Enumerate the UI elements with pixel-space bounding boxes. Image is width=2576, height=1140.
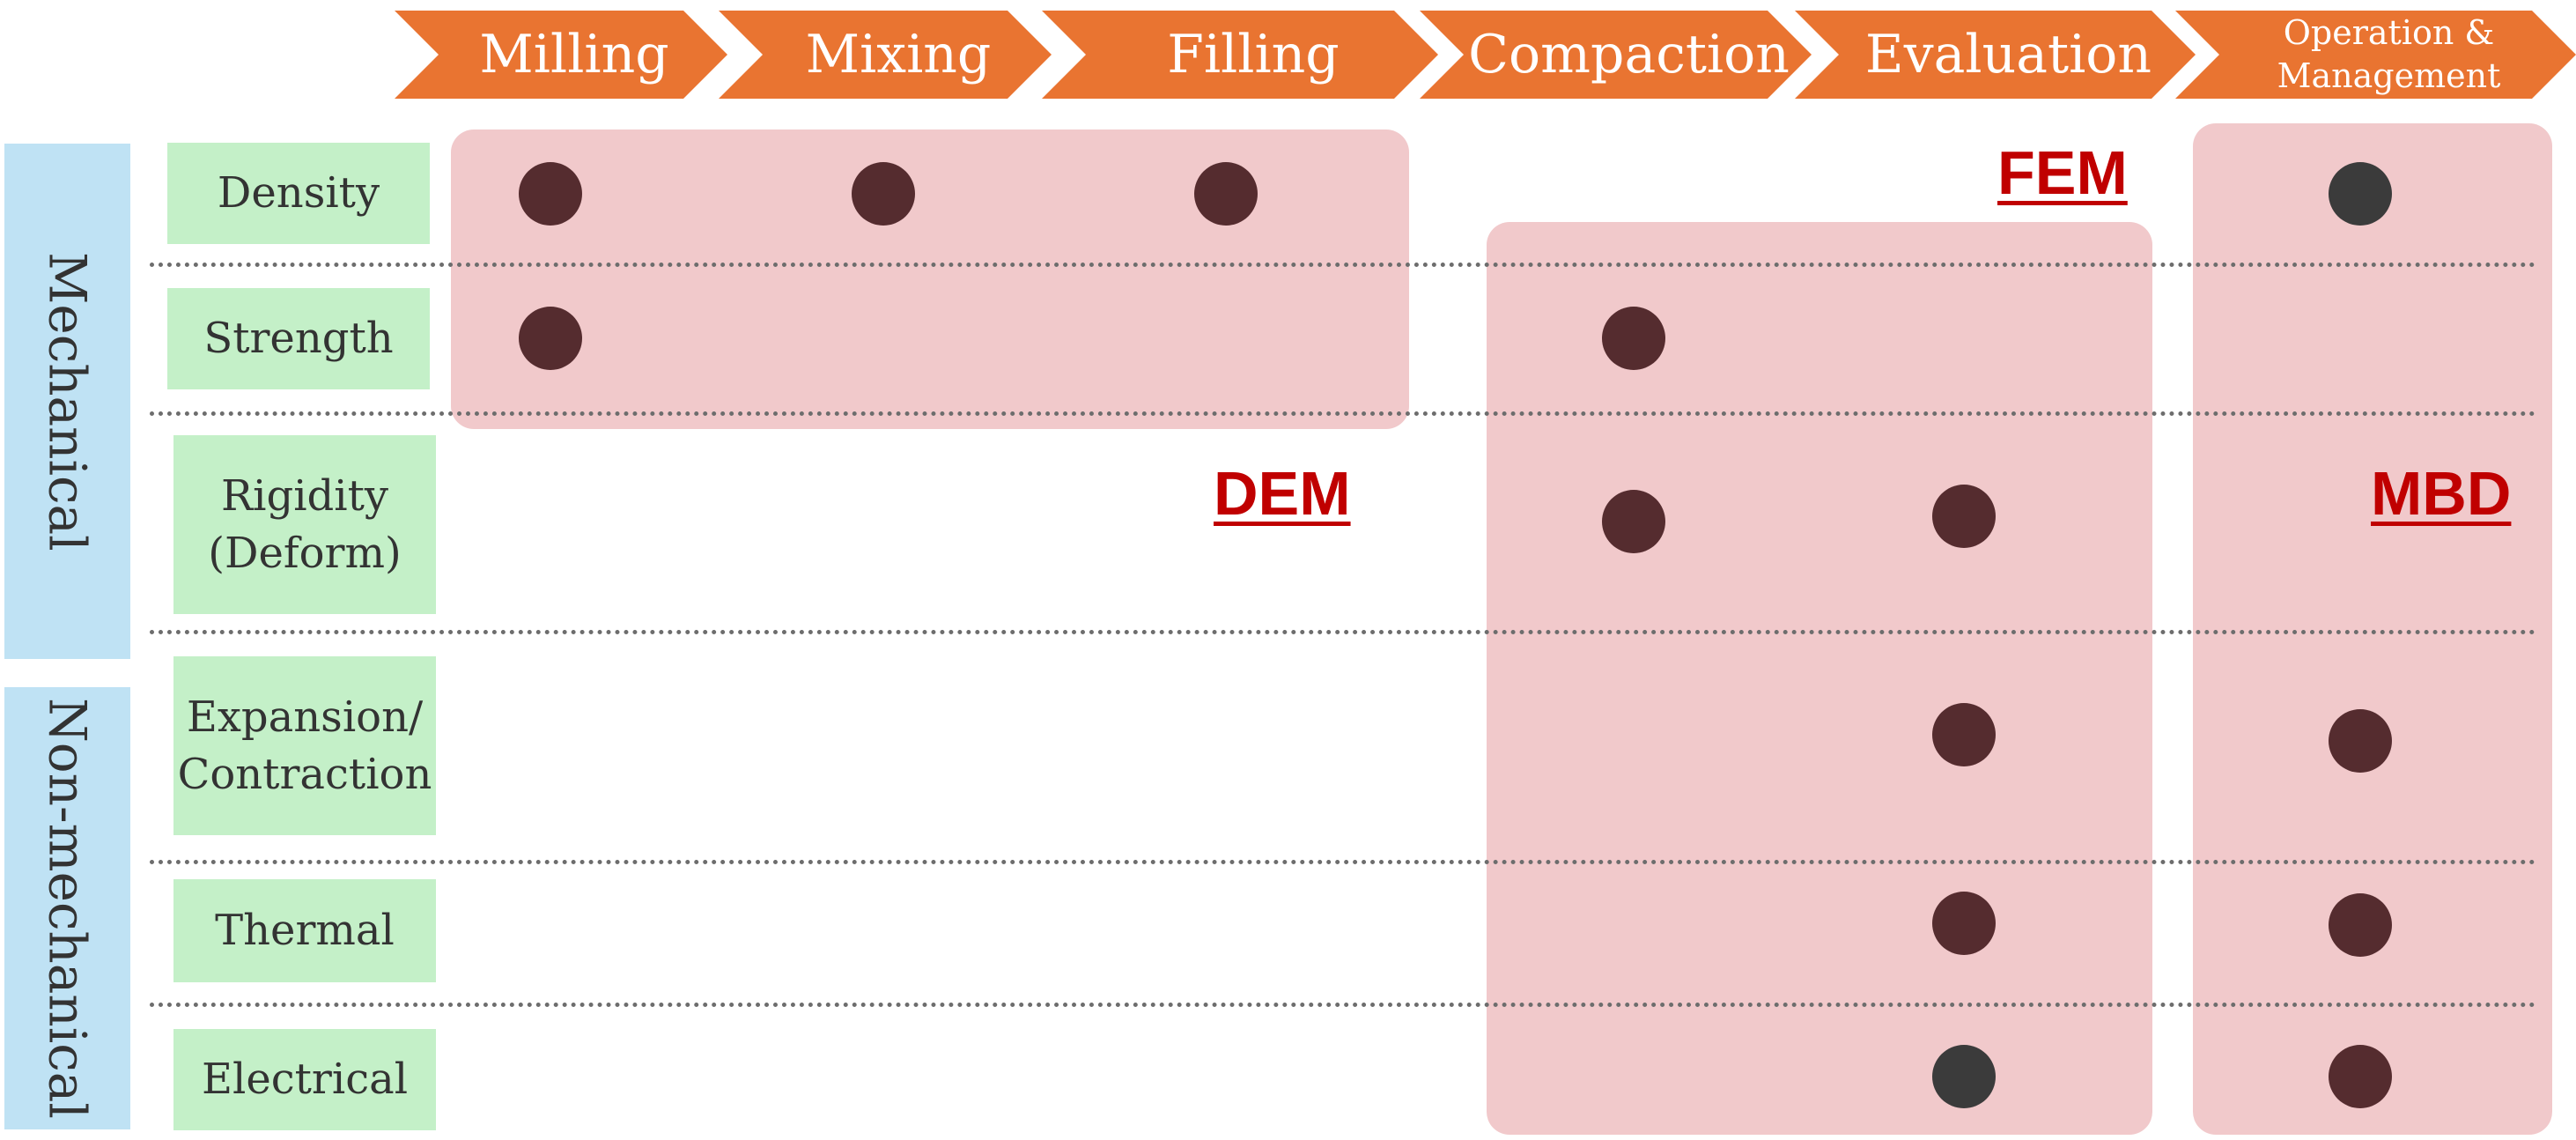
mark-density-milling — [519, 162, 582, 226]
stage-operation-management: Operation & Management — [2175, 11, 2576, 99]
row-separator — [150, 1003, 2536, 1007]
property-thermal: Thermal — [173, 879, 436, 982]
stage-milling: Milling — [395, 11, 727, 99]
stage-label: Operation & Management — [2277, 13, 2501, 95]
mark-density-operation — [2329, 162, 2392, 226]
stage-filling: Filling — [1042, 11, 1438, 99]
mark-rigidity-compaction — [1602, 490, 1665, 553]
chevron-arrow-shape — [719, 11, 1052, 99]
group-label: Mechanical — [37, 251, 98, 551]
chevron-arrow-shape — [2175, 11, 2576, 99]
stage-label: Compaction — [1468, 23, 1790, 85]
stage-label: Evaluation — [1864, 23, 2152, 85]
chevron-arrow-shape — [1042, 11, 1438, 99]
method-label-dem: DEM — [1214, 459, 1351, 528]
mark-strength-milling — [519, 307, 582, 370]
mark-thermal-evaluation — [1932, 892, 1996, 955]
chevron-arrow-shape — [395, 11, 727, 99]
chevron-arrow-shape — [1795, 11, 2196, 99]
method-label-fem: FEM — [1997, 138, 2128, 207]
mark-thermal-operation — [2329, 893, 2392, 957]
mark-density-mixing — [852, 162, 915, 226]
group-non-mechanical: Non-mechanical — [4, 687, 130, 1129]
property-electrical: Electrical — [173, 1029, 436, 1130]
fem-zone — [1487, 222, 2152, 1135]
mark-expansion-operation — [2329, 709, 2392, 773]
mark-strength-compaction — [1602, 307, 1665, 370]
property-expansion-contraction: Expansion/ Contraction — [173, 656, 436, 835]
group-mechanical: Mechanical — [4, 144, 130, 659]
mark-electrical-evaluation — [1932, 1045, 1996, 1108]
row-separator — [150, 263, 2536, 267]
stage-label: Filling — [1167, 23, 1340, 85]
group-label: Non-mechanical — [37, 698, 98, 1119]
row-separator — [150, 860, 2536, 864]
dem-zone — [451, 130, 1409, 429]
stage-evaluation: Evaluation — [1795, 11, 2196, 99]
method-label-mbd: MBD — [2371, 459, 2512, 528]
mark-density-filling — [1194, 162, 1258, 226]
mark-electrical-operation — [2329, 1045, 2392, 1108]
property-strength: Strength — [167, 288, 430, 389]
stage-label: Milling — [479, 23, 669, 85]
mbd-zone — [2193, 123, 2552, 1135]
row-separator — [150, 630, 2536, 634]
stage-label: Mixing — [805, 23, 992, 85]
chevron-arrow-shape — [1420, 11, 1812, 99]
property-rigidity: Rigidity (Deform) — [173, 435, 436, 614]
mark-rigidity-evaluation — [1932, 485, 1996, 548]
stage-mixing: Mixing — [719, 11, 1052, 99]
stage-compaction: Compaction — [1420, 11, 1812, 99]
property-density: Density — [167, 143, 430, 244]
mark-expansion-evaluation — [1932, 703, 1996, 766]
row-separator — [150, 411, 2536, 416]
